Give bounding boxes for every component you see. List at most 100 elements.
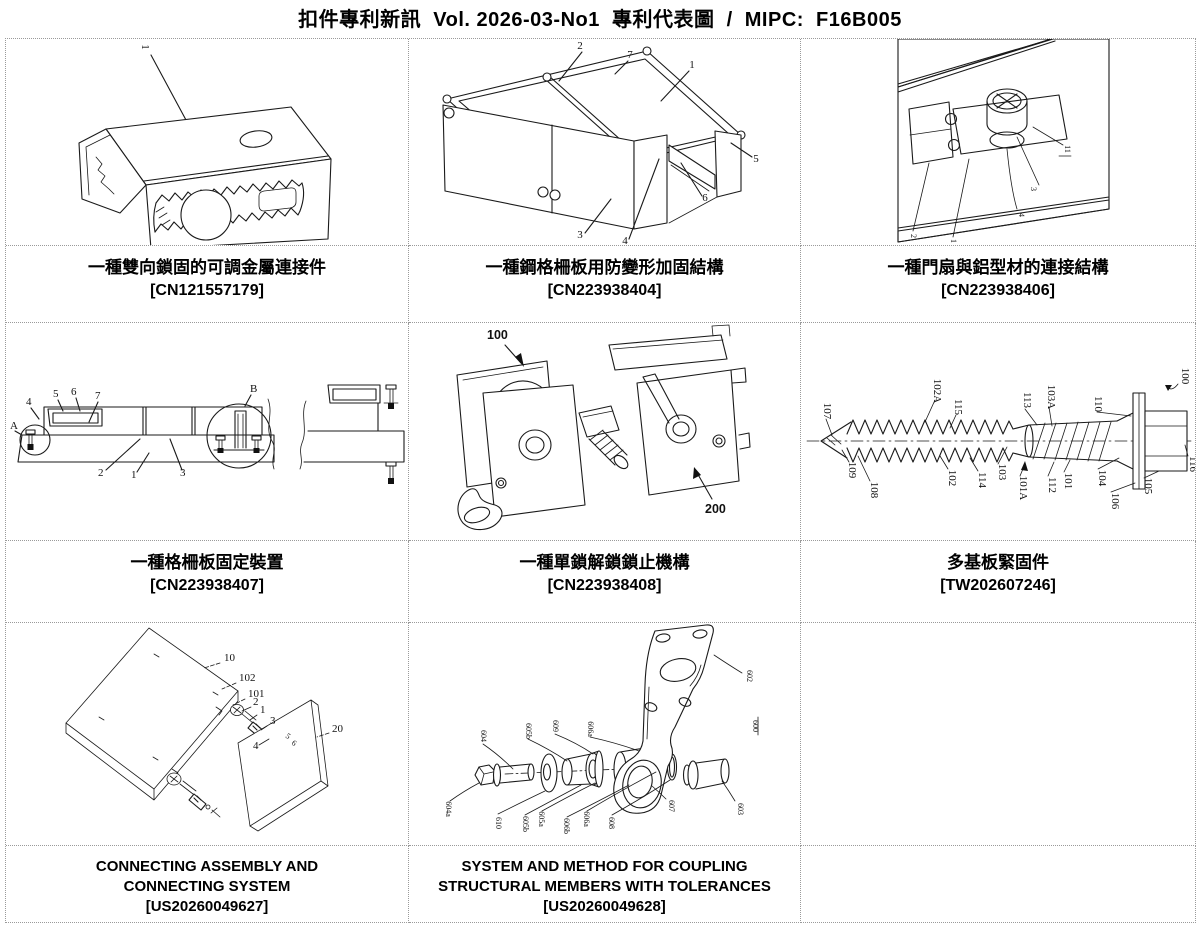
ref-label: 606a — [582, 811, 591, 827]
figure-cell-5: 100 200 — [409, 323, 801, 541]
ref-label: 5 — [284, 731, 292, 741]
figure-drawing: 2 7 1 5 6 3 4 — [442, 40, 759, 245]
figure-cell-7: 10 102 101 2 1 3 4 5 6 20 — [6, 623, 409, 846]
ref-label: 101 — [1062, 473, 1074, 490]
figure-cell-4: A 4 5 6 7 B — [6, 323, 409, 541]
ref-label: 6 — [702, 192, 708, 204]
figure-cell-8: 604 605b 609 606a 604a 610 605b 605a 606… — [409, 623, 801, 846]
ref-label: 7 — [627, 49, 633, 61]
empty-caption-cell — [801, 846, 1196, 923]
patent-title: SYSTEM AND METHOD FOR COUPLING STRUCTURA… — [438, 858, 771, 895]
ref-label: 2 — [253, 696, 259, 708]
ref-label: 2 — [98, 467, 104, 479]
ref-label: 4 — [622, 235, 628, 245]
ref-label: 3 — [270, 715, 276, 727]
ref-label: 106 — [1109, 493, 1121, 510]
ref-label: 109 — [846, 462, 858, 479]
ref-label: 11 — [1063, 145, 1072, 153]
ref-label: 1 — [949, 239, 958, 243]
figure-grating-fixture: A 4 5 6 7 B — [10, 383, 405, 484]
patent-number: [CN223938404] — [547, 281, 662, 299]
empty-figure-cell — [801, 623, 1196, 846]
ref-label: 200 — [705, 502, 726, 516]
figure-cell-1: 1 — [6, 39, 409, 246]
ref-label: 609 — [551, 720, 560, 732]
figure-connecting-assembly: 10 102 101 2 1 3 4 5 6 20 — [65, 627, 344, 832]
ref-label: 2 — [909, 234, 918, 238]
ref-label: 610 — [494, 817, 503, 829]
ref-label: 4 — [253, 740, 259, 752]
ref-label: 7 — [95, 390, 101, 402]
patent-number: [CN223938407] — [150, 576, 264, 594]
ref-label: 110 — [1092, 396, 1104, 413]
ref-label: 102A — [931, 379, 943, 404]
ref-label: 102 — [239, 672, 256, 684]
ref-label: 10 — [224, 652, 236, 664]
ref-label: 113 — [1021, 392, 1033, 409]
ref-label: 3 — [577, 229, 583, 241]
ref-label: 605b — [524, 723, 533, 739]
caption-cell-5: 一種單鎖解鎖鎖止機構 [CN223938408] — [409, 541, 801, 623]
caption-cell-6: 多基板緊固件 [TW202607246] — [801, 541, 1196, 623]
ref-label: 114 — [976, 472, 988, 489]
ref-label: 606a — [586, 721, 595, 737]
ref-label: 100 — [487, 328, 508, 342]
ref-label: 6 — [71, 386, 77, 398]
patent-title: 多基板緊固件 — [947, 553, 1049, 572]
patent-number: [CN223938406] — [941, 281, 1055, 299]
ref-label: 2 — [577, 40, 583, 52]
ref-label: 101A — [1017, 476, 1029, 501]
ref-label: A — [10, 420, 18, 432]
figure-drawing: 1 — [78, 44, 332, 245]
ref-label: 103 — [996, 464, 1008, 481]
ref-label: 1 — [139, 44, 151, 50]
figure-drawing: 100 200 — [456, 324, 751, 531]
caption-cell-2: 一種鋼格柵板用防變形加固結構 [CN223938404] — [409, 246, 801, 323]
patent-title: CONNECTING ASSEMBLY AND CONNECTING SYSTE… — [95, 858, 319, 895]
ref-label: 104 — [1096, 470, 1108, 487]
ref-label: 1 — [260, 704, 266, 716]
ref-label: 604a — [444, 801, 453, 817]
ref-label: 116 — [1187, 456, 1195, 473]
ref-label: 20 — [332, 723, 344, 735]
ref-label: 108 — [868, 482, 880, 499]
figure-drawing: 10 102 101 2 1 3 4 5 6 20 — [65, 627, 344, 832]
ref-label: 605a — [537, 811, 546, 827]
ref-label: 606b — [562, 818, 571, 834]
ref-label: 4 — [1017, 213, 1026, 217]
figure-grating-box: 2 7 1 5 6 3 4 — [442, 40, 759, 245]
patent-title: 一種雙向鎖固的可調金屬連接件 — [88, 258, 326, 277]
ref-label: 103A — [1045, 385, 1057, 410]
patent-number: [US20260049628] — [543, 898, 666, 915]
patent-number: [CN223938408] — [547, 576, 662, 594]
ref-label: 602 — [745, 670, 754, 682]
ref-label: 6 — [290, 738, 298, 748]
patent-title: 一種單鎖解鎖鎖止機構 — [519, 553, 690, 572]
ref-label: 603 — [736, 803, 745, 815]
page-title: 扣件專利新訊 Vol. 2026-03-No1 專利代表圖 / MIPC: F1… — [298, 9, 902, 31]
figure-cell-2: 2 7 1 5 6 3 4 — [409, 39, 801, 246]
ref-label: 105 — [1142, 478, 1154, 495]
caption-cell-3: 一種門扇與鋁型材的連接結構 [CN223938406] — [801, 246, 1196, 323]
ref-label: 112 — [1046, 477, 1058, 493]
ref-label: 107 — [821, 403, 833, 420]
figure-screw: 107 109 108 102A 115 102 114 103 101A — [806, 368, 1195, 510]
patent-title: 一種格柵板固定裝置 — [130, 553, 284, 572]
patent-number: [US20260049627] — [145, 898, 269, 915]
ref-label: 4 — [26, 396, 32, 408]
caption-cell-7: CONNECTING ASSEMBLY AND CONNECTING SYSTE… — [6, 846, 409, 923]
patent-grid: 1 — [5, 38, 1196, 923]
ref-label: 101 — [248, 688, 265, 700]
ref-label: 1 — [689, 59, 695, 71]
patent-number: [TW202607246] — [940, 576, 1056, 594]
patent-title: 一種鋼格柵板用防變形加固結構 — [485, 258, 724, 277]
patent-number: [CN121557179] — [150, 281, 264, 299]
figure-cell-3: 2 1 4 3 11 — [801, 39, 1196, 246]
caption-cell-1: 一種雙向鎖固的可調金屬連接件 [CN121557179] — [6, 246, 409, 323]
ref-label: 608 — [607, 817, 616, 829]
ref-label: 102 — [946, 470, 958, 487]
ref-label: 605b — [521, 816, 530, 832]
caption-cell-8: SYSTEM AND METHOD FOR COUPLING STRUCTURA… — [409, 846, 801, 923]
ref-label: 3 — [180, 467, 186, 479]
ref-label: 115 — [952, 399, 964, 416]
